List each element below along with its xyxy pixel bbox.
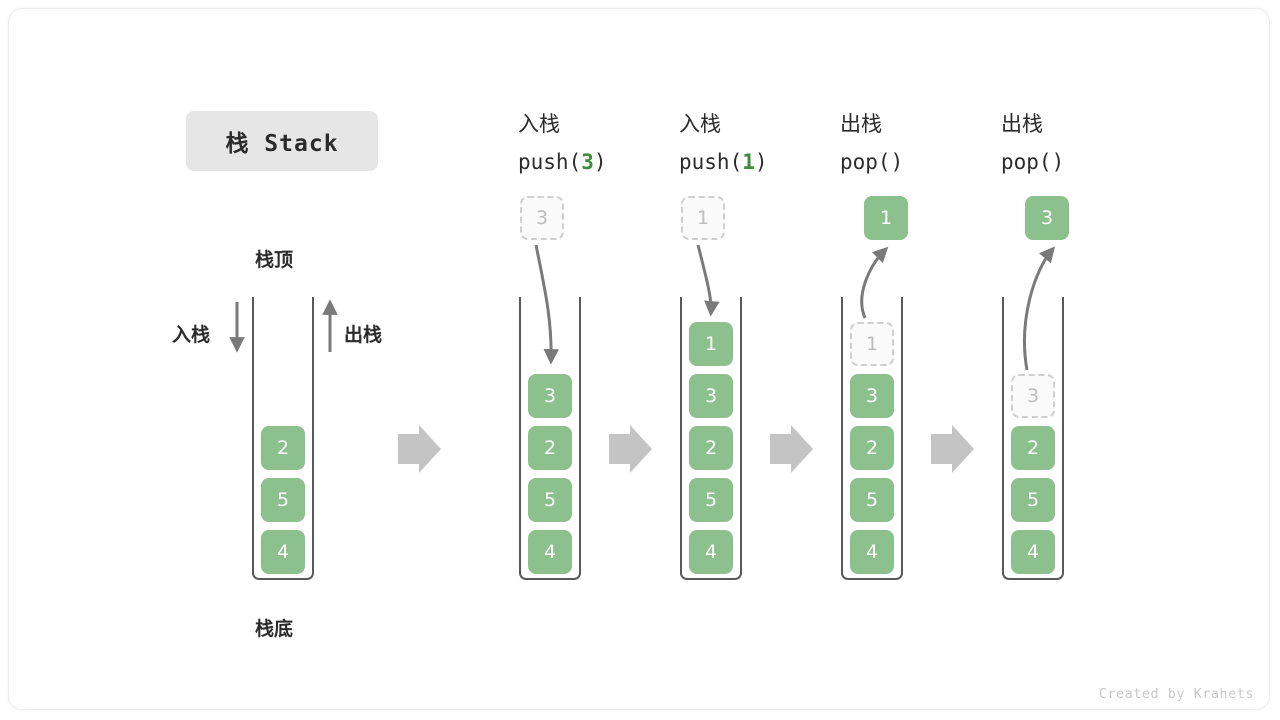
stage-operation-code: push(1): [679, 150, 768, 174]
stack-tube-push-3: [519, 297, 581, 580]
popped-result-cell-pop-3: 3: [1025, 196, 1069, 240]
stack-cell-pop-3: 4: [1011, 530, 1055, 574]
stack-cell-pop-1: 5: [850, 478, 894, 522]
stack-cell-pop-3: 5: [1011, 478, 1055, 522]
stack-cell-initial: 4: [261, 530, 305, 574]
stage-header-push-1: 入栈 push(1): [679, 105, 768, 181]
stage-operation-cn: 出栈: [840, 112, 882, 136]
watermark: Created by Krahets: [1098, 686, 1254, 702]
stack-cell-initial: 5: [261, 478, 305, 522]
stage-header-pop-3: 出栈 pop(): [1001, 105, 1064, 181]
stage-header-pop-1: 出栈 pop(): [840, 105, 903, 181]
stack-cell-push-1: 1: [689, 322, 733, 366]
stage-operation-arg: 1: [742, 150, 755, 174]
stack-cell-push-1: 4: [689, 530, 733, 574]
pop-direction-label: 出栈: [344, 324, 383, 346]
stack-cell-push-1: 3: [689, 374, 733, 418]
stage-header-push-3: 入栈 push(3): [518, 105, 607, 181]
stack-cell-push-1: 5: [689, 478, 733, 522]
stack-cell-push-3: 5: [528, 478, 572, 522]
stack-cell-push-3: 3: [528, 374, 572, 418]
incoming-ghost-cell-push-1: 1: [681, 196, 725, 240]
stack-cell-pop-3: 2: [1011, 426, 1055, 470]
stage-operation-code: push(3): [518, 150, 607, 174]
ghost-cell-in-stack-pop-3: 3: [1011, 374, 1055, 418]
ghost-cell-in-stack-pop-1: 1: [850, 322, 894, 366]
push-direction-label: 入栈: [172, 324, 211, 346]
stage-operation-cn: 入栈: [518, 112, 560, 136]
title-badge-label: 栈 Stack: [225, 131, 339, 157]
stack-cell-pop-1: 2: [850, 426, 894, 470]
popped-result-cell-pop-1: 1: [864, 196, 908, 240]
stack-tube-push-1: [680, 297, 742, 580]
stack-cell-initial: 2: [261, 426, 305, 470]
stage-operation-code: pop(): [840, 150, 904, 174]
stack-cell-pop-1: 3: [850, 374, 894, 418]
stack-tube-pop-1: [841, 297, 903, 580]
stack-cell-push-3: 2: [528, 426, 572, 470]
stack-cell-push-1: 2: [689, 426, 733, 470]
stack-tube-pop-3: [1002, 297, 1064, 580]
stage-operation-cn: 入栈: [679, 112, 721, 136]
stack-bottom-label: 栈底: [255, 618, 294, 640]
stage-operation-cn: 出栈: [1001, 112, 1043, 136]
stack-top-label: 栈顶: [255, 249, 294, 271]
incoming-ghost-cell-push-3: 3: [520, 196, 564, 240]
stack-cell-pop-1: 4: [850, 530, 894, 574]
stage-operation-arg: 3: [581, 150, 594, 174]
stack-tube-initial: [252, 297, 314, 580]
title-badge: 栈 Stack: [186, 111, 378, 171]
stack-cell-push-3: 4: [528, 530, 572, 574]
stage-operation-code: pop(): [1001, 150, 1065, 174]
